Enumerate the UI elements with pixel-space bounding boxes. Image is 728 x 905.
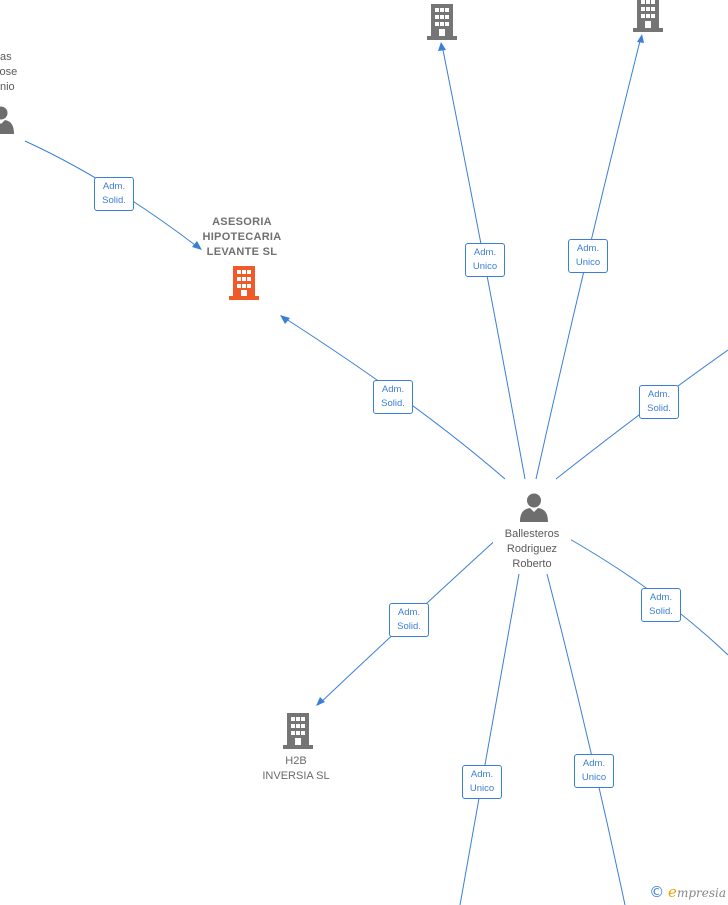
relation-role: Adm. [381,384,405,395]
relation-type: Unico [575,257,601,268]
relation-label[interactable]: Adm. Unico [568,239,608,273]
arrowhead [637,34,644,43]
relation-role: Adm. [582,758,606,769]
person-name-line: Ballesteros [493,527,571,542]
relation-label[interactable]: Adm. Solid. [641,588,681,622]
arrowhead [316,697,325,706]
relation-type: Solid. [649,606,673,617]
person-name-line: nio [0,81,15,93]
relation-role: Adm. [647,389,671,400]
company-name-line: H2B [285,755,307,767]
arrowhead [280,315,290,324]
company-name-line: ASESORIA [212,216,272,228]
relation-type: Solid. [102,195,126,206]
building-icon[interactable] [427,4,457,40]
relation-label[interactable]: Adm. Solid. [639,385,679,419]
arrowhead [192,241,202,250]
person-name-line: as [0,51,12,63]
copyright-icon: © [649,883,665,901]
relation-label[interactable]: Adm. Unico [465,243,505,277]
person-name-line: Jose [0,66,18,78]
edge-center-to-bottom-1 [459,573,520,905]
relation-label[interactable]: Adm. Solid. [373,380,413,414]
company-name-line: HIPOTECARIA [202,231,282,243]
brand-initial: e [668,883,677,901]
relation-label[interactable]: Adm. Solid. [94,177,134,211]
brand-watermark: © empresia [649,883,726,901]
building-icon[interactable] [633,0,663,32]
relation-role: Adm. [576,243,600,254]
relation-type: Unico [472,261,498,272]
edge-center-to-bottom-2 [546,573,626,905]
arrowhead [438,42,446,51]
person-label-center: Ballesteros Rodriguez Roberto [493,527,571,572]
relation-role: Adm. [102,181,126,192]
relation-role: Adm. [473,247,497,258]
person-icon[interactable] [0,106,14,134]
company-name-line: LEVANTE SL [206,246,278,258]
relation-label[interactable]: Adm. Solid. [389,603,429,637]
company-name-line: INVERSIA SL [262,770,330,782]
company-label-asesoria: ASESORIA HIPOTECARIA LEVANTE SL [192,215,292,260]
relation-type: Solid. [381,398,405,409]
relation-label[interactable]: Adm. Unico [574,754,614,788]
relation-role: Adm. [649,592,673,603]
relation-type: Solid. [397,621,421,632]
person-label-left: as Jose nio [0,50,17,95]
relation-label[interactable]: Adm. Unico [462,765,502,799]
relation-type: Unico [469,783,495,794]
company-label-h2b: H2B INVERSIA SL [248,754,344,784]
relation-type: Unico [581,772,607,783]
person-name-line: Rodriguez [493,542,571,557]
building-icon[interactable] [228,266,260,301]
person-icon[interactable] [520,493,548,522]
person-name-line: Roberto [493,557,571,572]
relation-role: Adm. [470,769,494,780]
relation-role: Adm. [397,607,421,618]
building-icon[interactable] [283,713,313,749]
brand-name: mpresia [676,886,726,900]
relation-type: Solid. [647,403,671,414]
